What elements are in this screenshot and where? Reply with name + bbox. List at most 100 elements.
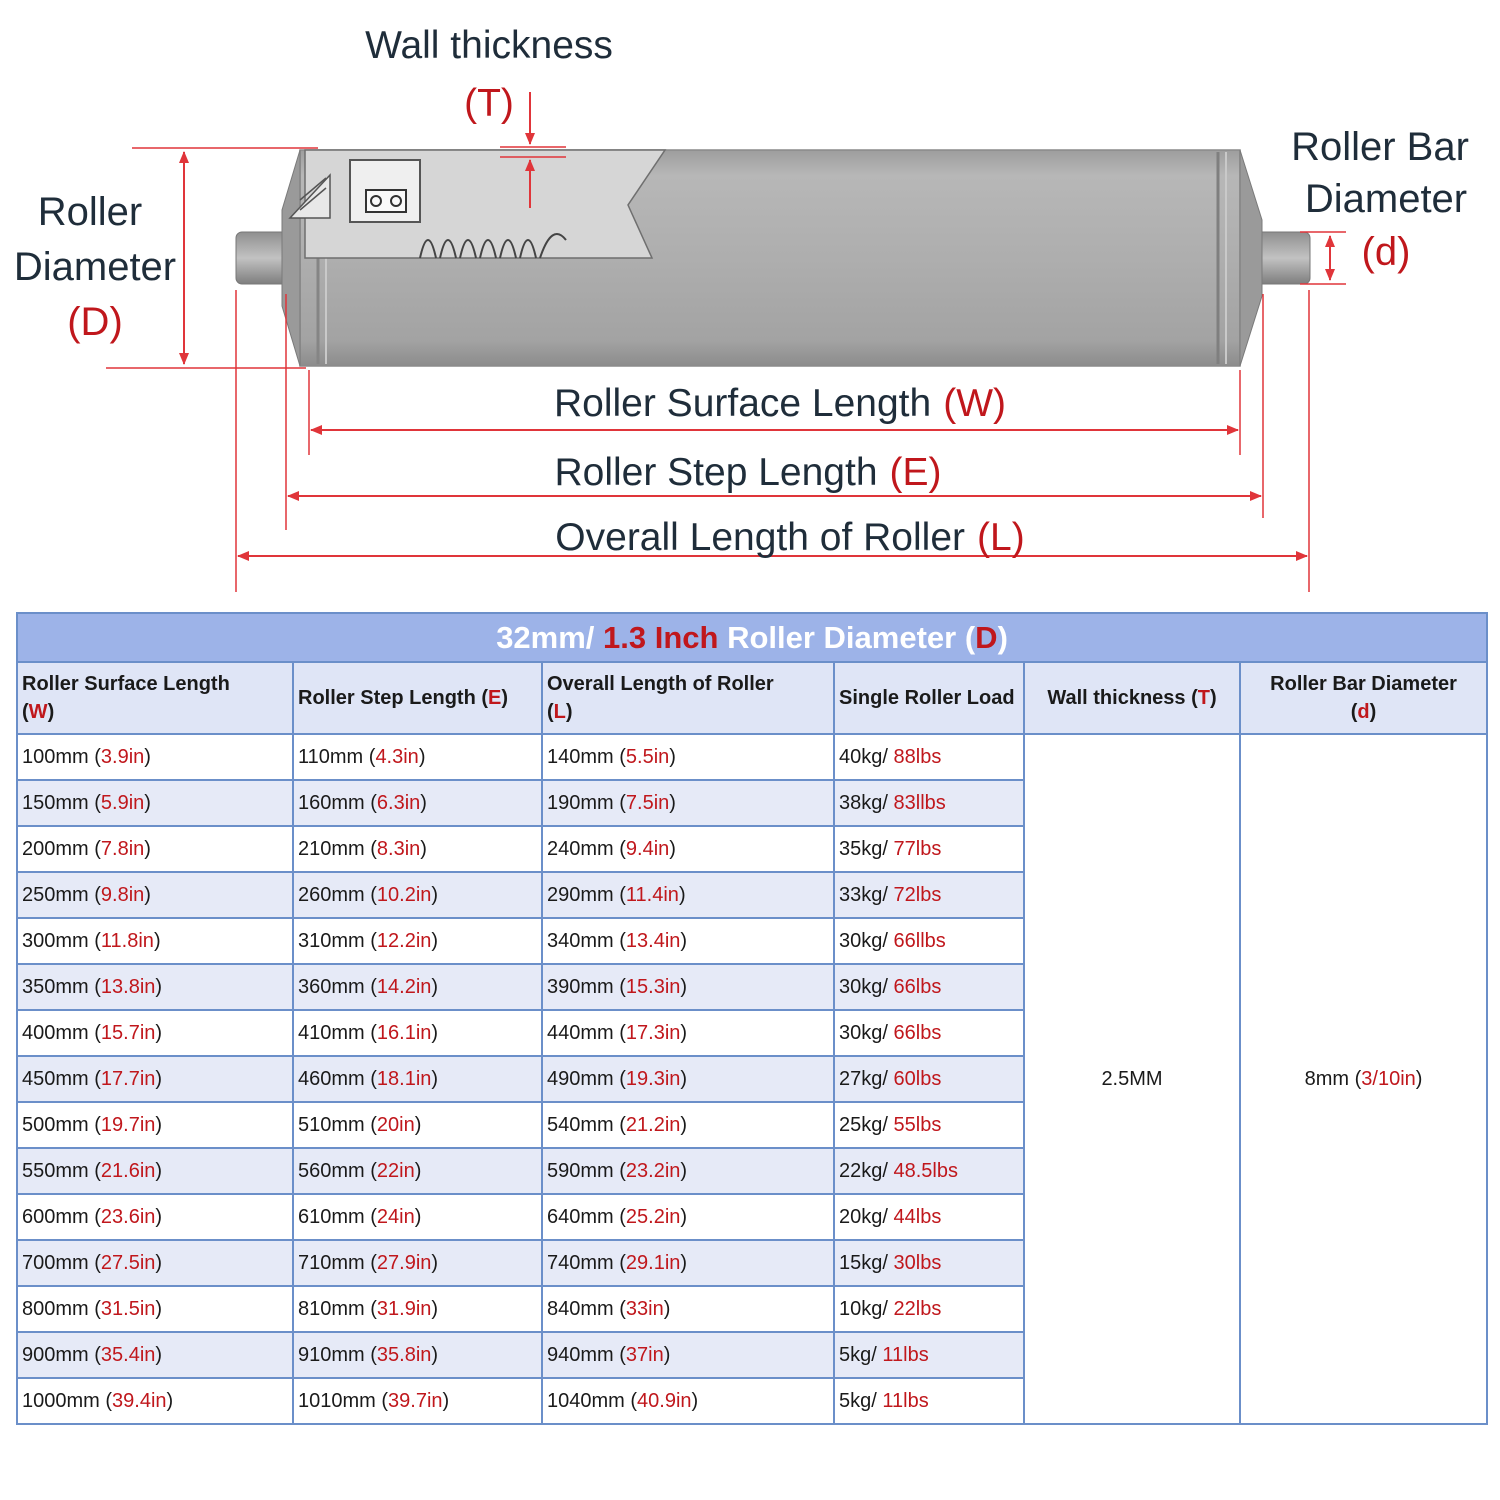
roller-diameter-symbol: (D) (67, 300, 123, 344)
cell-step-length: 260mm (10.2in) (292, 871, 543, 919)
table-row: 700mm (27.5in)710mm (27.9in)740mm (29.1i… (16, 1239, 1487, 1287)
spring-threads (419, 233, 567, 259)
cell-single-roller-load: 38kg/ 83llbs (833, 779, 1025, 827)
cell-single-roller-load: 33kg/ 72lbs (833, 871, 1025, 919)
cell-step-length: 110mm (4.3in) (292, 733, 543, 781)
step-length-symbol: (E) (890, 451, 942, 494)
table-body: 100mm (3.9in)110mm (4.3in)140mm (5.5in)4… (16, 733, 1489, 1425)
cell-step-length: 910mm (35.8in) (292, 1331, 543, 1379)
dimension-lines (106, 92, 1346, 592)
cell-surface-length: 450mm (17.7in) (16, 1055, 294, 1103)
cell-surface-length: 300mm (11.8in) (16, 917, 294, 965)
cell-surface-length: 350mm (13.8in) (16, 963, 294, 1011)
header-single-roller-load: Single Roller Load (833, 661, 1025, 735)
roller-dimension-diagram: Wall thickness (T) Roller Diameter (D) R… (14, 24, 1469, 592)
surface-length-label: Roller Surface Length (W) (554, 382, 1006, 425)
wall-thickness-label: Wall thickness (365, 24, 613, 67)
cell-single-roller-load: 15kg/ 30lbs (833, 1239, 1025, 1287)
cell-overall-length: 640mm (25.2in) (541, 1193, 835, 1241)
header-surface-length: Roller Surface Length(W) (16, 661, 294, 735)
wall-thickness-symbol: (T) (464, 82, 514, 125)
cell-step-length: 210mm (8.3in) (292, 825, 543, 873)
table-row: 450mm (17.7in)460mm (18.1in)490mm (19.3i… (16, 1055, 1487, 1103)
step-length-text: Roller Step Length (554, 451, 877, 494)
cell-overall-length: 340mm (13.4in) (541, 917, 835, 965)
cell-overall-length: 290mm (11.4in) (541, 871, 835, 919)
cell-single-roller-load: 25kg/ 55lbs (833, 1101, 1025, 1149)
cell-step-length: 710mm (27.9in) (292, 1239, 543, 1287)
cell-overall-length: 590mm (23.2in) (541, 1147, 835, 1195)
cell-overall-length: 190mm (7.5in) (541, 779, 835, 827)
cell-single-roller-load: 5kg/ 11lbs (833, 1377, 1025, 1425)
cell-single-roller-load: 35kg/ 77lbs (833, 825, 1025, 873)
cell-overall-length: 940mm (37in) (541, 1331, 835, 1379)
overall-length-symbol: (L) (977, 516, 1025, 559)
cell-surface-length: 500mm (19.7in) (16, 1101, 294, 1149)
table-title-row: 32mm/ 1.3 Inch Roller Diameter (D) (15, 612, 1489, 663)
cell-surface-length: 550mm (21.6in) (16, 1147, 294, 1195)
table-row: 150mm (5.9in)160mm (6.3in)190mm (7.5in)3… (16, 779, 1487, 827)
table-row: 400mm (15.7in)410mm (16.1in)440mm (17.3i… (16, 1009, 1487, 1057)
left-end-cap (281, 149, 301, 367)
table-header-row: Roller Surface Length(W) Roller Step Len… (16, 661, 1489, 735)
cell-single-roller-load: 27kg/ 60lbs (833, 1055, 1025, 1103)
cell-step-length: 810mm (31.9in) (292, 1285, 543, 1333)
cell-single-roller-load: 5kg/ 11lbs (833, 1331, 1025, 1379)
cell-single-roller-load: 30kg/ 66lbs (833, 1009, 1025, 1057)
step-length-label: Roller Step Length (E) (554, 451, 941, 494)
table-row: 1000mm (39.4in)1010mm (39.7in)1040mm (40… (16, 1377, 1487, 1425)
table-row: 200mm (7.8in)210mm (8.3in)240mm (9.4in)3… (16, 825, 1487, 873)
cell-single-roller-load: 40kg/ 88lbs (833, 733, 1025, 781)
cell-surface-length: 1000mm (39.4in) (16, 1377, 294, 1425)
cell-bar-diameter: 8mm (3/10in) (1238, 733, 1489, 1425)
roller-diameter-label-line2: Diameter (14, 245, 176, 289)
cell-surface-length: 700mm (27.5in) (16, 1239, 294, 1287)
bar-diameter-label-line2: Diameter (1305, 177, 1467, 221)
cell-step-length: 510mm (20in) (292, 1101, 543, 1149)
table-row: 550mm (21.6in)560mm (22in)590mm (23.2in)… (16, 1147, 1487, 1195)
cell-step-length: 610mm (24in) (292, 1193, 543, 1241)
cell-step-length: 460mm (18.1in) (292, 1055, 543, 1103)
header-step-length: Roller Step Length (E) (292, 661, 543, 735)
cell-single-roller-load: 30kg/ 66lbs (833, 963, 1025, 1011)
header-wall-thickness: Wall thickness (T) (1023, 661, 1241, 735)
table-row: 900mm (35.4in)910mm (35.8in)940mm (37in)… (16, 1331, 1487, 1379)
bar-diameter-label-line1: Roller Bar (1291, 125, 1469, 169)
cell-step-length: 360mm (14.2in) (292, 963, 543, 1011)
cell-surface-length: 100mm (3.9in) (16, 733, 294, 781)
overall-length-text: Overall Length of Roller (555, 516, 965, 559)
table-row: 250mm (9.8in)260mm (10.2in)290mm (11.4in… (16, 871, 1487, 919)
cell-overall-length: 140mm (5.5in) (541, 733, 835, 781)
roller-illustration (235, 149, 1311, 367)
roller-diameter-label-line1: Roller (38, 190, 142, 234)
table-row: 350mm (13.8in)360mm (14.2in)390mm (15.3i… (16, 963, 1487, 1011)
cell-step-length: 160mm (6.3in) (292, 779, 543, 827)
table-row: 800mm (31.5in)810mm (31.9in)840mm (33in)… (16, 1285, 1487, 1333)
surface-length-text: Roller Surface Length (554, 382, 931, 425)
cell-overall-length: 740mm (29.1in) (541, 1239, 835, 1287)
table-row: 500mm (19.7in)510mm (20in)540mm (21.2in)… (16, 1101, 1487, 1149)
cell-single-roller-load: 30kg/ 66llbs (833, 917, 1025, 965)
cell-single-roller-load: 10kg/ 22lbs (833, 1285, 1025, 1333)
cell-surface-length: 900mm (35.4in) (16, 1331, 294, 1379)
table-row: 600mm (23.6in)610mm (24in)640mm (25.2in)… (16, 1193, 1487, 1241)
cell-surface-length: 250mm (9.8in) (16, 871, 294, 919)
cell-overall-length: 490mm (19.3in) (541, 1055, 835, 1103)
cell-wall-thickness: 2.5MM (1023, 733, 1241, 1425)
bar-diameter-symbol: (d) (1362, 230, 1411, 274)
cell-overall-length: 840mm (33in) (541, 1285, 835, 1333)
cell-step-length: 310mm (12.2in) (292, 917, 543, 965)
surface-length-symbol: (W) (943, 382, 1006, 425)
header-overall-length: Overall Length of Roller(L) (541, 661, 835, 735)
table-row: 300mm (11.8in)310mm (12.2in)340mm (13.4i… (16, 917, 1487, 965)
cell-overall-length: 390mm (15.3in) (541, 963, 835, 1011)
cell-overall-length: 440mm (17.3in) (541, 1009, 835, 1057)
cell-overall-length: 540mm (21.2in) (541, 1101, 835, 1149)
table-title: 32mm/ 1.3 Inch Roller Diameter (D) (15, 612, 1489, 663)
cell-surface-length: 800mm (31.5in) (16, 1285, 294, 1333)
cell-single-roller-load: 20kg/ 44lbs (833, 1193, 1025, 1241)
cell-step-length: 1010mm (39.7in) (292, 1377, 543, 1425)
cell-step-length: 410mm (16.1in) (292, 1009, 543, 1057)
cell-step-length: 560mm (22in) (292, 1147, 543, 1195)
overall-length-label: Overall Length of Roller (L) (555, 516, 1024, 559)
